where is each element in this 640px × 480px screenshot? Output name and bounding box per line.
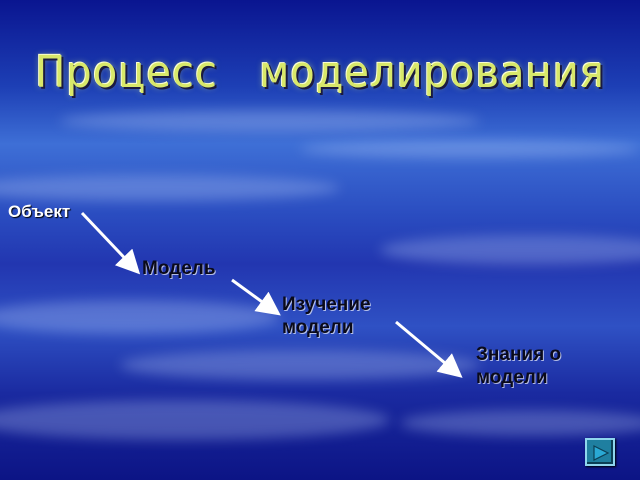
cloud	[0, 175, 340, 201]
cloud	[120, 350, 480, 380]
arrow-study-to-knowledge	[395, 320, 463, 378]
next-slide-button[interactable]	[585, 438, 615, 466]
slide-title: Процесс моделирования	[35, 48, 605, 98]
step-model: Модель	[142, 258, 216, 279]
step-model-study: Изучение модели	[282, 294, 371, 338]
cloud	[0, 300, 280, 334]
play-triangle-icon	[593, 445, 610, 461]
step-model-knowledge: Знания о модели	[476, 344, 562, 388]
cloud	[300, 140, 640, 158]
arrow-object-to-model	[80, 211, 141, 275]
cloud	[60, 110, 480, 132]
cloud	[400, 410, 640, 436]
step-object: Объект	[8, 202, 71, 221]
arrow-model-to-study	[231, 278, 281, 316]
cloud	[0, 400, 390, 440]
cloud	[380, 235, 640, 265]
